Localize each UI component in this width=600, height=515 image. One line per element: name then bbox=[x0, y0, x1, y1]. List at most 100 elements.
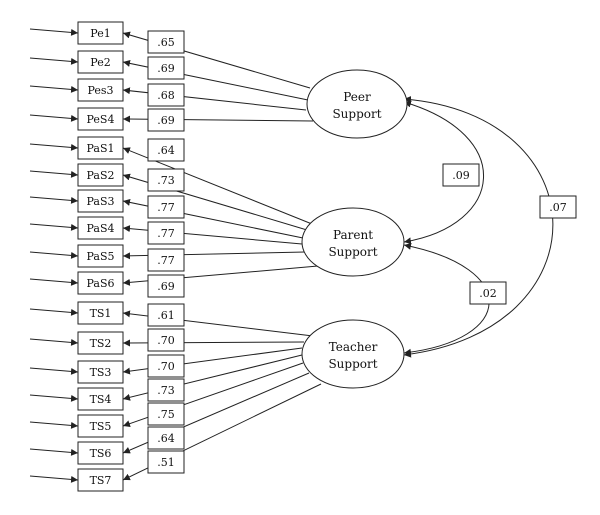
loading-value: .64 bbox=[157, 144, 175, 157]
error-arrow bbox=[29, 57, 79, 65]
indicator-label: TS3 bbox=[90, 366, 112, 379]
indicator-label: PaS3 bbox=[87, 195, 115, 208]
loading-value: .77 bbox=[157, 254, 175, 267]
correlation-peer-parent bbox=[403, 100, 484, 245]
error-arrow bbox=[29, 114, 79, 122]
factor-teacher-label: Support bbox=[328, 357, 377, 371]
loading-label-box bbox=[147, 274, 185, 298]
indicator-label: TS5 bbox=[90, 420, 112, 433]
correlation-value: .09 bbox=[452, 169, 470, 182]
loading-value: .69 bbox=[157, 114, 175, 127]
indicator-box bbox=[77, 360, 124, 384]
loading-value: .68 bbox=[157, 89, 175, 102]
error-arrow bbox=[29, 448, 79, 456]
indicator-label: PaS1 bbox=[87, 142, 115, 155]
error-arrow bbox=[29, 251, 79, 259]
error-arrow bbox=[29, 85, 79, 93]
indicator-box bbox=[77, 189, 124, 213]
factor-teacher-label: Teacher bbox=[329, 340, 378, 354]
loading-value: .69 bbox=[157, 280, 175, 293]
error-arrow bbox=[29, 394, 79, 402]
indicator-box bbox=[77, 216, 124, 240]
factor-peer-label: Support bbox=[332, 107, 381, 121]
factor-parent-label: Parent bbox=[333, 228, 373, 242]
loading-value: .65 bbox=[157, 36, 175, 49]
error-arrow bbox=[29, 223, 79, 231]
loading-label-box bbox=[147, 221, 185, 245]
factor-peer-label: Peer bbox=[343, 90, 371, 104]
loading-label-box bbox=[147, 378, 185, 402]
indicator-label: PaS5 bbox=[87, 250, 115, 263]
error-arrow bbox=[29, 278, 79, 286]
indicator-box bbox=[77, 244, 124, 268]
loading-value: .73 bbox=[157, 384, 175, 397]
loading-label-box bbox=[147, 168, 185, 192]
indicator-box bbox=[77, 331, 124, 355]
indicator-label: TS4 bbox=[90, 393, 112, 406]
indicator-label: PaS4 bbox=[87, 222, 115, 235]
indicator-box bbox=[77, 50, 124, 74]
factor-peer-ellipse bbox=[306, 69, 408, 139]
factor-parent-label: Support bbox=[328, 245, 377, 259]
indicator-label: TS6 bbox=[90, 447, 112, 460]
error-arrow bbox=[29, 421, 79, 429]
loading-label-box bbox=[147, 138, 185, 162]
indicator-label: Pe2 bbox=[90, 56, 110, 69]
loading-label-box bbox=[147, 328, 185, 352]
indicator-box bbox=[77, 301, 124, 325]
correlation-value: .02 bbox=[479, 287, 497, 300]
factor-teacher-ellipse bbox=[301, 319, 405, 389]
loading-value: .64 bbox=[157, 432, 175, 445]
indicator-label: TS1 bbox=[90, 307, 112, 320]
indicator-box bbox=[77, 387, 124, 411]
error-arrow bbox=[29, 475, 79, 483]
loading-value: .77 bbox=[157, 201, 175, 214]
error-arrow bbox=[29, 170, 79, 178]
correlation-label-box bbox=[469, 281, 507, 305]
error-arrow bbox=[29, 367, 79, 375]
correlation-peer-teacher bbox=[403, 96, 554, 358]
loading-label-box bbox=[147, 354, 185, 378]
indicator-label: TS2 bbox=[90, 337, 112, 350]
loading-value: .70 bbox=[157, 360, 175, 373]
correlation-label-box bbox=[539, 195, 577, 219]
indicator-label: PaS6 bbox=[87, 277, 115, 290]
error-arrow bbox=[29, 143, 79, 151]
error-arrow bbox=[29, 28, 79, 36]
correlation-label-box bbox=[442, 163, 480, 187]
loading-label-box bbox=[147, 56, 185, 80]
loading-value: .70 bbox=[157, 334, 175, 347]
indicator-box bbox=[77, 468, 124, 492]
loading-label-box bbox=[147, 450, 185, 474]
loading-value: .61 bbox=[157, 309, 175, 322]
loading-label-box bbox=[147, 195, 185, 219]
loading-label-box bbox=[147, 402, 185, 426]
indicator-box bbox=[77, 163, 124, 187]
indicator-box bbox=[77, 414, 124, 438]
correlation-value: .07 bbox=[549, 201, 567, 214]
indicator-box bbox=[77, 271, 124, 295]
indicator-box bbox=[77, 78, 124, 102]
error-arrow bbox=[29, 338, 79, 346]
loading-label-box bbox=[147, 30, 185, 54]
indicator-label: Pe1 bbox=[90, 27, 110, 40]
indicator-box bbox=[77, 441, 124, 465]
indicator-box bbox=[77, 107, 124, 131]
loading-label-box bbox=[147, 426, 185, 450]
loading-label-box bbox=[147, 303, 185, 327]
loading-value: .51 bbox=[157, 456, 175, 469]
indicator-label: Pes3 bbox=[87, 84, 113, 97]
loading-label-box bbox=[147, 248, 185, 272]
loading-value: .75 bbox=[157, 408, 175, 421]
error-arrow bbox=[29, 196, 79, 204]
error-arrow bbox=[29, 308, 79, 316]
indicator-label: TS7 bbox=[90, 474, 112, 487]
loading-label-box bbox=[147, 83, 185, 107]
loading-value: .77 bbox=[157, 227, 175, 240]
indicator-box bbox=[77, 136, 124, 160]
loading-value: .69 bbox=[157, 62, 175, 75]
indicator-label: PeS4 bbox=[87, 113, 115, 126]
factor-parent-ellipse bbox=[301, 207, 405, 277]
loading-value: .73 bbox=[157, 174, 175, 187]
